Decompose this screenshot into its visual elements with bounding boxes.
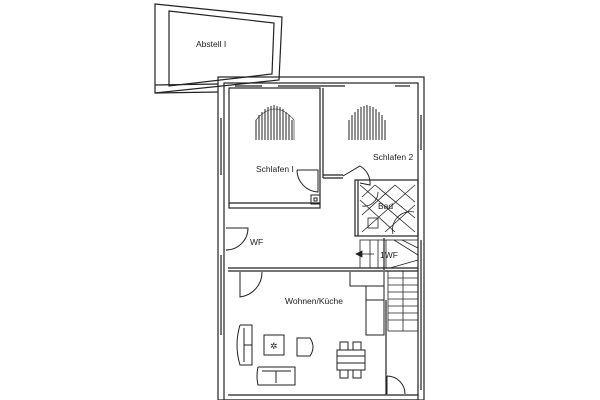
label-schlafen1: Schlafen I: [256, 164, 294, 174]
label-schlafen2: Schlafen 2: [373, 152, 413, 162]
bed-schlafen1: [255, 105, 295, 140]
label-stair: 1WF: [380, 250, 398, 260]
staircase: [355, 239, 419, 332]
outer-walls: [217, 76, 425, 400]
label-wf: WF: [250, 237, 263, 247]
label-wohnen-kueche: Wohnen/Küche: [285, 296, 343, 306]
label-abstell: Abstell I: [196, 39, 226, 49]
bath-fixtures: [359, 184, 416, 235]
label-bad: Bad: [378, 201, 393, 211]
kitchen-counter: [349, 272, 385, 336]
living-furniture: ✲: [236, 324, 366, 386]
room-abstell: [154, 3, 283, 94]
doors: [225, 165, 406, 395]
room-labels: Abstell I Schlafen I Schlafen 2 Bad WF W…: [196, 39, 413, 306]
svg-text:✲: ✲: [270, 341, 278, 351]
bed-schlafen2: [348, 105, 386, 140]
